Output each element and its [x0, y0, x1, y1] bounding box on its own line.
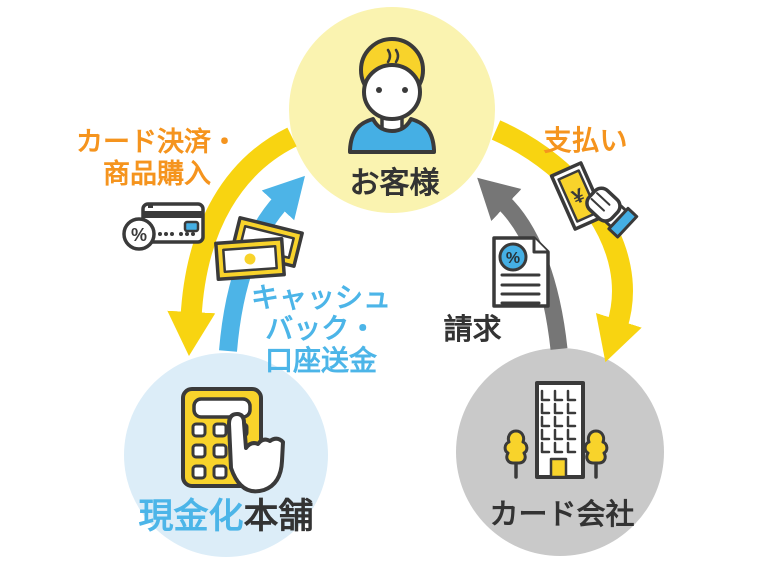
percent-glyph: %: [506, 250, 520, 267]
flow-label-cashback-line2: バック・: [265, 313, 377, 345]
flow-label-cashback-line1: キャッシュ: [250, 282, 391, 313]
flow-label-payment: 支払い: [543, 125, 628, 156]
flow-label-cashback: キャッシュ バック・ 口座送金: [241, 282, 401, 376]
percent-glyph: %: [131, 225, 147, 245]
node-label-customer: お客様: [349, 167, 440, 200]
flow-label-billing: 請求: [443, 314, 502, 346]
flow-label-cashback-line3: 口座送金: [264, 344, 377, 376]
credit-card-icon: %: [122, 202, 205, 251]
person-icon: [348, 37, 436, 154]
node-label-shop: 現金化本舗: [106, 496, 346, 538]
arrow-card-payment: [167, 127, 297, 356]
money-hand-icon: ¥: [549, 161, 639, 239]
flow-label-card-payment: カード決済・ 商品購入: [47, 126, 267, 191]
calculator-hand-icon: [181, 387, 285, 494]
node-label-shop-highlight: 現金化: [138, 497, 244, 536]
node-label-card-company: カード会社: [489, 499, 635, 531]
flow-label-card-payment-line2: 商品購入: [103, 159, 211, 190]
building-icon: [503, 381, 609, 479]
flow-label-card-payment-line1: カード決済・: [76, 127, 238, 157]
invoice-icon: %: [492, 236, 550, 308]
node-label-shop-rest: 本舗: [243, 497, 314, 536]
banknotes-icon: [214, 216, 304, 282]
